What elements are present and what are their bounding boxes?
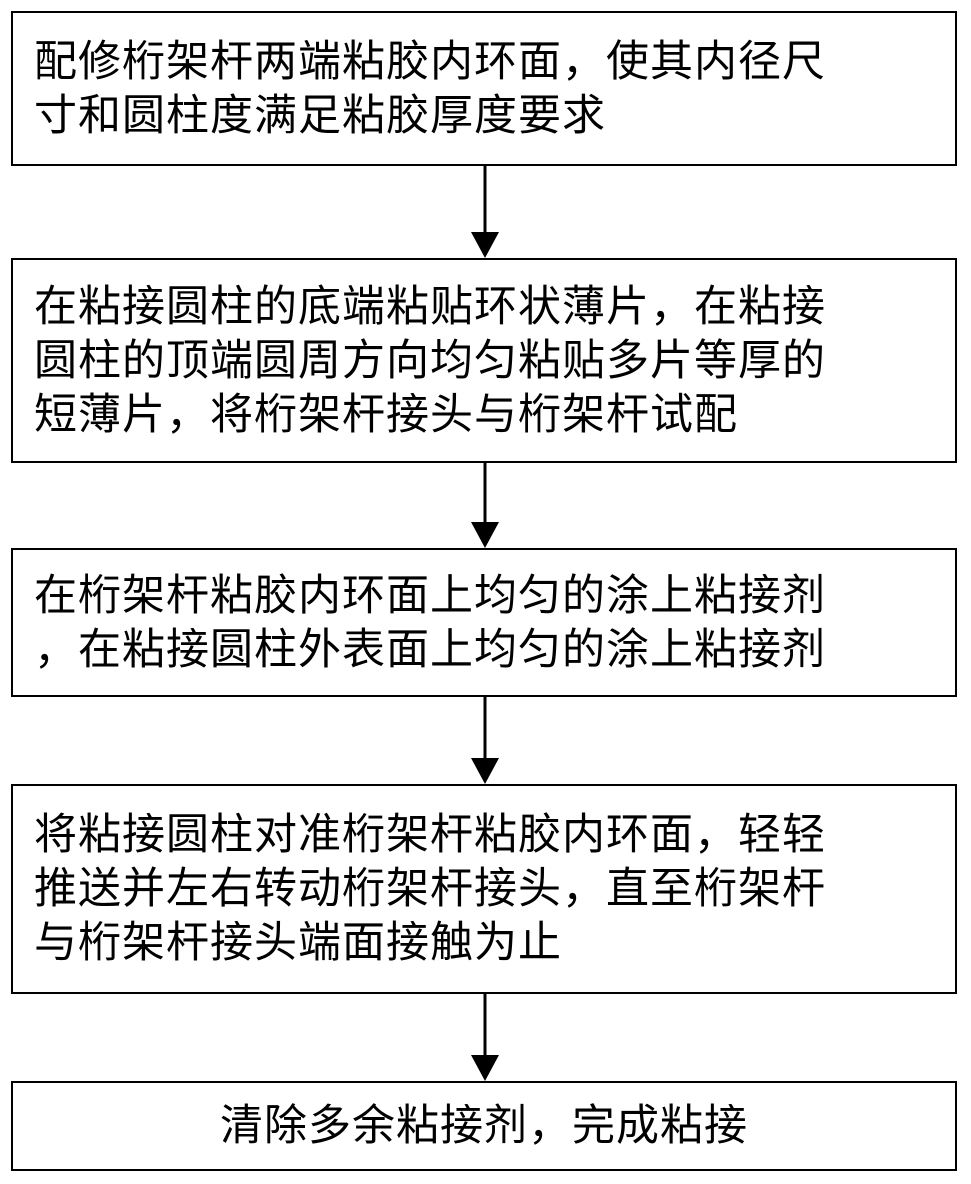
step-box-4: 将粘接圆柱对准桁架杆粘胶内环面，轻轻 推送并左右转动桁架杆接头，直至桁架杆 与桁…: [11, 784, 957, 994]
arrow-2-to-3: [471, 463, 499, 548]
step-text-5: 清除多余粘接剂，完成粘接: [220, 1101, 748, 1151]
step-text-1: 配修桁架杆两端粘胶内环面，使其内径尺 寸和圆柱度满足粘胶厚度要求: [34, 36, 826, 141]
step-text-4: 将粘接圆柱对准桁架杆粘胶内环面，轻轻 推送并左右转动桁架杆接头，直至桁架杆 与桁…: [34, 810, 826, 968]
step-text-2: 在粘接圆柱的底端粘贴环状薄片，在粘接 圆柱的顶端圆周方向均匀粘贴多片等厚的 短薄…: [34, 281, 826, 440]
arrow-3-to-4: [471, 697, 499, 784]
step-box-3: 在桁架杆粘胶内环面上均匀的涂上粘接剂 ，在粘接圆柱外表面上均匀的涂上粘接剂: [11, 548, 957, 697]
step-box-1: 配修桁架杆两端粘胶内环面，使其内径尺 寸和圆柱度满足粘胶厚度要求: [11, 11, 957, 166]
step-box-2: 在粘接圆柱的底端粘贴环状薄片，在粘接 圆柱的顶端圆周方向均匀粘贴多片等厚的 短薄…: [11, 258, 957, 463]
step-box-5: 清除多余粘接剂，完成粘接: [11, 1081, 957, 1171]
arrow-4-to-5: [471, 994, 499, 1081]
step-text-3: 在桁架杆粘胶内环面上均匀的涂上粘接剂 ，在粘接圆柱外表面上均匀的涂上粘接剂: [34, 570, 826, 675]
arrow-1-to-2: [471, 166, 499, 258]
